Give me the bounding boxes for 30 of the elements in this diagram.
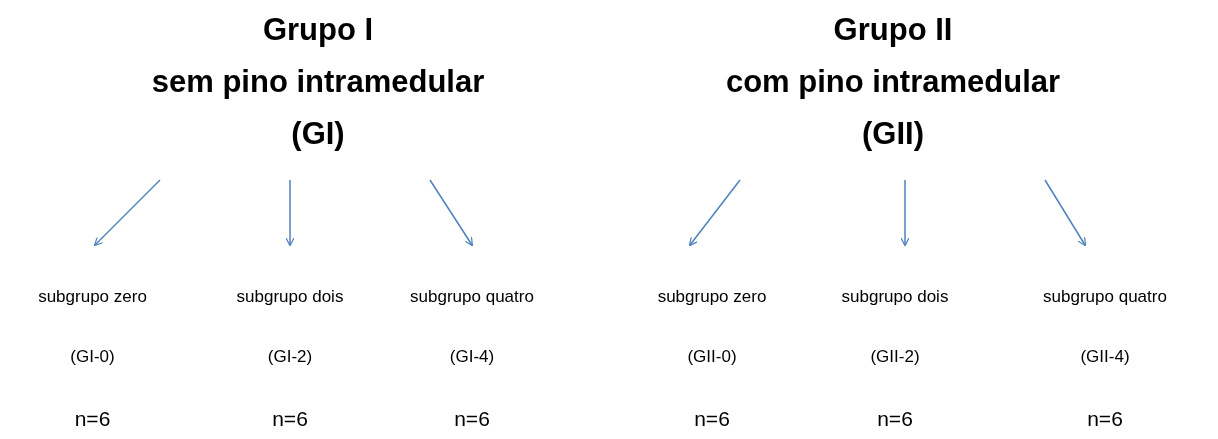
subgroup-name: subgrupo dois — [840, 287, 950, 307]
arrow — [1044, 179, 1086, 247]
subgroup-code: (GI-4) — [448, 347, 496, 367]
subgroup-name: subgrupo quatro — [1042, 287, 1168, 307]
group-heading: com pino intramedular — [724, 64, 1062, 100]
subgroup-code: (GII-4) — [1079, 347, 1131, 367]
subgroup-code: (GII-0) — [686, 347, 738, 367]
sample-size: n=6 — [73, 407, 112, 431]
subgroup-name: subgrupo zero — [37, 287, 148, 307]
arrow — [285, 179, 295, 247]
sample-size: n=6 — [1086, 407, 1124, 431]
subgroup-code: (GI-0) — [69, 347, 116, 367]
arrow — [93, 179, 161, 247]
subgroup-name: subgrupo zero — [656, 287, 768, 307]
subgroup-code: (GII-2) — [869, 347, 921, 367]
group-heading: (GI) — [290, 116, 346, 152]
group-heading: sem pino intramedular — [150, 64, 486, 100]
subgroup-code: (GI-2) — [266, 347, 314, 367]
sample-size: n=6 — [271, 407, 309, 431]
sample-size: n=6 — [693, 407, 731, 431]
arrow — [429, 179, 474, 247]
group-heading: Grupo I — [261, 12, 375, 48]
subgroup-name: subgrupo quatro — [409, 287, 535, 307]
sample-size: n=6 — [453, 407, 491, 431]
arrow — [688, 179, 741, 247]
group-heading: Grupo II — [832, 12, 954, 48]
group-heading: (GII) — [861, 116, 925, 152]
arrow — [900, 179, 910, 247]
sample-size: n=6 — [876, 407, 914, 431]
subgroup-name: subgrupo dois — [235, 287, 345, 307]
